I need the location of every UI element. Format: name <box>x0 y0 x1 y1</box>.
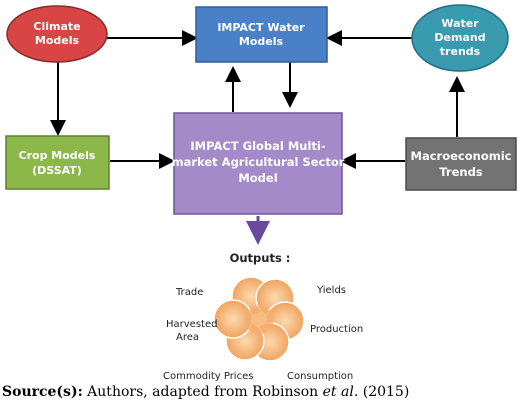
node-water-demand-trends: Water Demand trends <box>411 4 509 72</box>
impact-global-line-1: IMPACT Global Multi- <box>190 139 326 153</box>
output-commodity-prices: Commodity Prices <box>163 371 253 382</box>
outputs-flower-graphic <box>213 276 305 362</box>
node-impact-water-models: IMPACT Water Models <box>195 6 328 63</box>
macroeconomic-line-1: Macroeconomic <box>411 149 512 163</box>
outputs-section: Outputs : Trade Yields Harvested Area Pr… <box>163 251 363 382</box>
source-citation: Source(s): Authors, adapted from Robinso… <box>2 384 409 400</box>
node-climate-models: Climate Models <box>6 5 108 63</box>
water-demand-line-3: trends <box>440 45 481 58</box>
output-harvested-area-line-2: Area <box>176 332 199 343</box>
output-yields: Yields <box>316 285 346 296</box>
output-harvested-area-line-1: Harvested <box>166 319 217 330</box>
impact-water-line-1: IMPACT Water <box>217 21 305 34</box>
macroeconomic-line-2: Trends <box>439 165 482 179</box>
climate-models-line-2: Models <box>35 34 80 47</box>
output-consumption: Consumption <box>287 371 353 382</box>
climate-models-line-1: Climate <box>33 20 80 33</box>
node-crop-models: Crop Models (DSSAT) <box>5 135 110 190</box>
outputs-title: Outputs : <box>230 251 291 265</box>
source-text-before: Authors, adapted from Robinson <box>82 384 323 400</box>
impact-global-line-2: market Agricultural Sector <box>172 155 345 169</box>
water-demand-line-2: Demand <box>434 31 485 44</box>
output-trade: Trade <box>175 287 203 298</box>
impact-global-line-3: Model <box>238 171 277 185</box>
node-impact-global-model: IMPACT Global Multi- market Agricultural… <box>172 112 345 215</box>
crop-models-line-2: (DSSAT) <box>32 164 82 177</box>
water-demand-line-1: Water <box>441 17 479 30</box>
source-text-after: . (2015) <box>353 384 410 400</box>
connectors <box>50 30 465 245</box>
source-label: Source(s): <box>2 384 83 400</box>
source-et-al: et al <box>322 384 354 400</box>
impact-water-line-2: Models <box>239 35 284 48</box>
node-macroeconomic-trends: Macroeconomic Trends <box>405 137 517 191</box>
crop-models-line-1: Crop Models <box>19 149 96 162</box>
output-production: Production <box>310 324 363 335</box>
